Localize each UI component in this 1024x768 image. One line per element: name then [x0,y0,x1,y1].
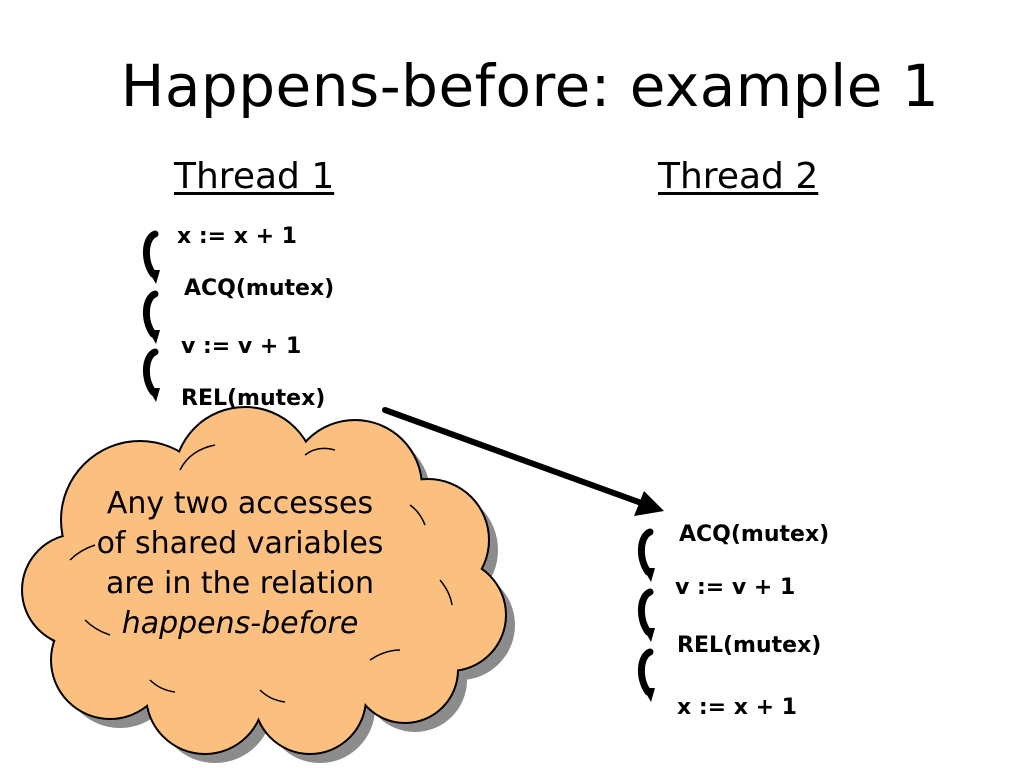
curved-arrow-icon [641,532,655,582]
t1-stmt-1: x := x + 1 [177,224,297,249]
cloud-line-2: of shared variables [96,526,384,561]
thread-2-heading: Thread 2 [658,156,819,197]
curved-arrow-icon [641,652,655,702]
t2-stmt-4: x := x + 1 [677,695,797,720]
t1-stmt-3: v := v + 1 [181,334,302,359]
curved-arrow-icon [146,352,160,402]
curved-arrow-icon [146,294,160,344]
t2-stmt-3: REL(mutex) [677,633,822,658]
slide-title: Happens-before: example 1 [120,52,940,120]
cloud-line-3: are in the relation [105,566,375,601]
t2-stmt-2: v := v + 1 [675,575,796,600]
curved-arrow-icon [641,592,655,642]
cloud-line-1: Any two accesses [106,486,374,521]
t2-stmt-1: ACQ(mutex) [679,522,830,547]
cloud-puff-lines [69,444,453,703]
curved-arrow-icon [146,234,160,284]
thread-1-heading: Thread 1 [174,156,335,197]
t1-stmt-4: REL(mutex) [181,386,326,411]
cloud-emphasis: happens-before [121,606,359,641]
t1-stmt-2: ACQ(mutex) [184,276,335,301]
arrow-icon [382,407,664,516]
cloud-text: Any two accesses of shared variables are… [70,484,410,644]
